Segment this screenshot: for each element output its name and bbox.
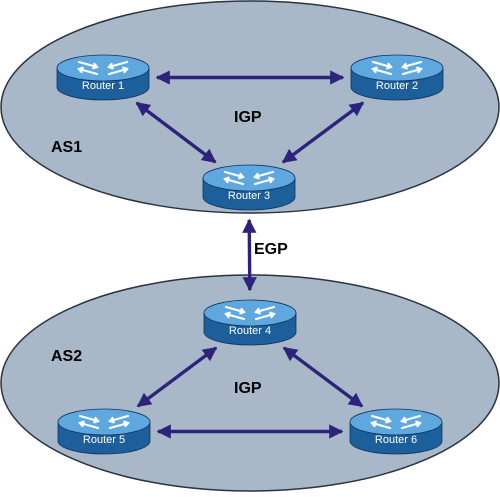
as2-protocol-label: IGP [234, 380, 262, 397]
link-r1-r3 [135, 101, 217, 164]
router-3[interactable]: Router 3 [202, 164, 296, 211]
router-6[interactable]: Router 6 [349, 408, 443, 455]
router-label: Router 6 [375, 434, 417, 446]
link-r4-r6 [282, 346, 364, 408]
router-top [56, 54, 150, 82]
as2-label: AS2 [51, 348, 82, 365]
router-top [349, 408, 443, 436]
router-4[interactable]: Router 4 [203, 299, 297, 346]
router-top [350, 54, 444, 82]
link-r3-r4 [242, 218, 257, 292]
router-label: Router 1 [82, 80, 124, 92]
egp-label: EGP [254, 241, 288, 258]
router-top [202, 164, 296, 192]
router-top [57, 408, 151, 436]
router-top [203, 299, 297, 327]
link-r2-r3 [281, 101, 365, 164]
as1-area [0, 0, 500, 214]
router-icon [223, 170, 275, 186]
link-layer [135, 70, 365, 439]
router-icon [370, 414, 422, 430]
router-label: Router 3 [228, 190, 270, 202]
router-layer: Router 1 Router 2 Router 3 Router 4 Router 5… [56, 54, 444, 455]
router-label: Router 2 [376, 80, 418, 92]
router-1[interactable]: Router 1 [56, 54, 150, 101]
as1-protocol-label: IGP [234, 109, 262, 126]
router-icon [371, 60, 423, 76]
router-label: Router 5 [83, 434, 125, 446]
router-icon [224, 305, 276, 321]
router-label: Router 4 [229, 325, 271, 337]
as1-label: AS1 [51, 139, 82, 156]
link-r4-r5 [136, 346, 218, 408]
router-5[interactable]: Router 5 [57, 408, 151, 455]
router-icon [78, 414, 130, 430]
router-2[interactable]: Router 2 [350, 54, 444, 101]
router-icon [77, 60, 129, 76]
